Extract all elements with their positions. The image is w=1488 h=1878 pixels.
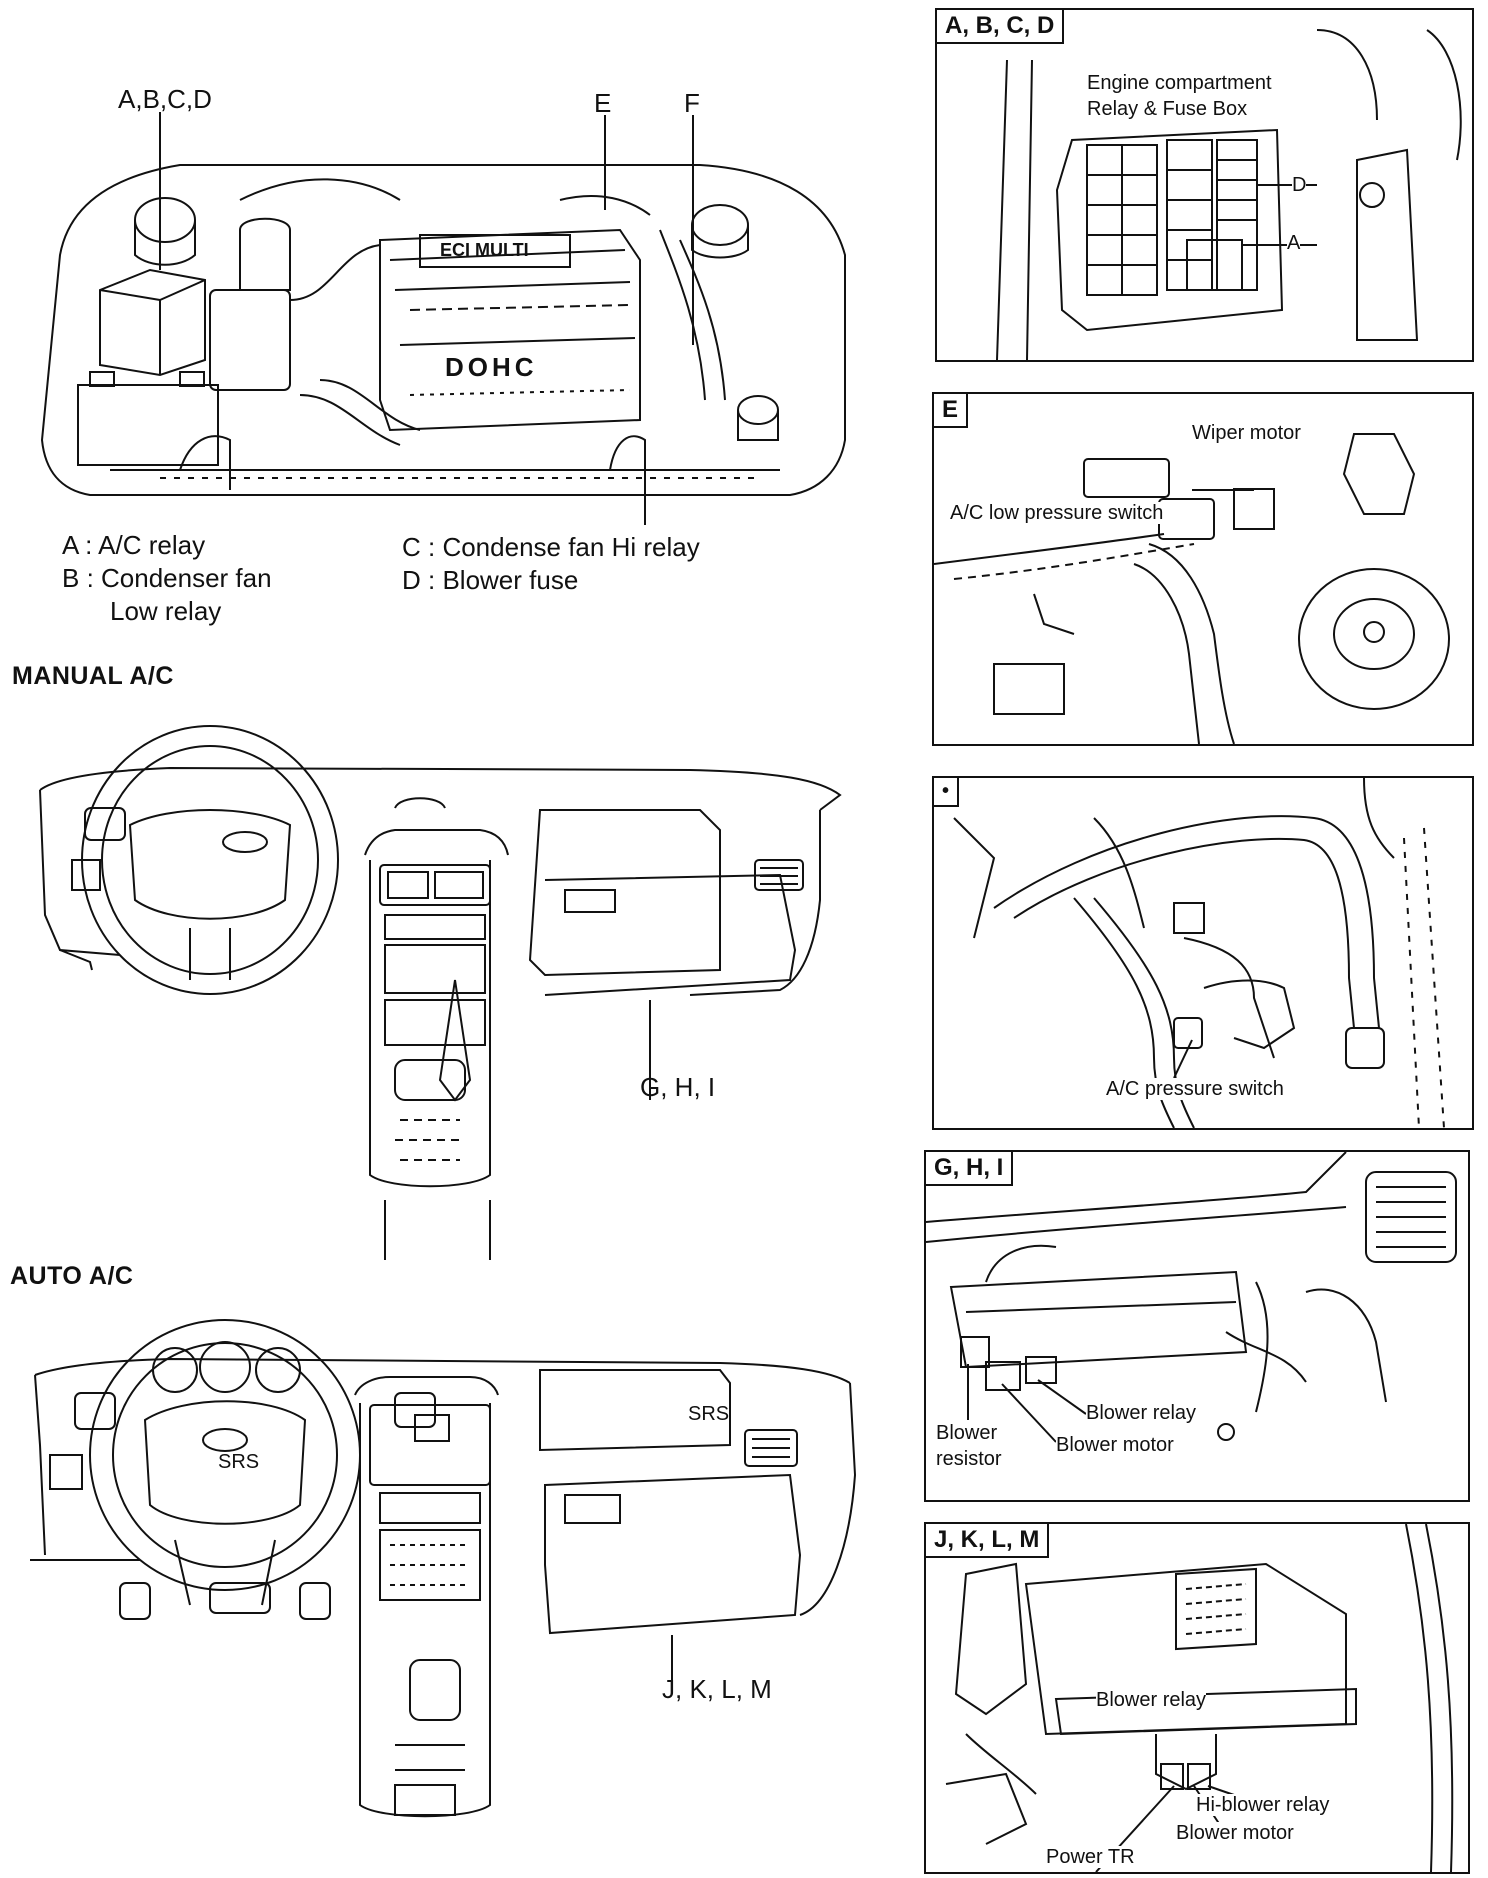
engine-bay-drawing — [0, 0, 880, 560]
panel-abcd-label-a: A — [1287, 232, 1301, 254]
panel-abcd-label-box-1: Engine compartment — [1087, 72, 1272, 94]
auto-ac-dashboard-drawing — [0, 1315, 880, 1835]
panel-f: • A/C pressure switch — [932, 776, 1474, 1130]
callout-e: E — [594, 88, 612, 118]
panel-f-label-switch: A/C pressure switch — [1106, 1078, 1284, 1100]
legend-a: A : A/C relay — [62, 530, 206, 560]
callout-jklm: J, K, L, M — [662, 1674, 772, 1704]
panel-jklm-label-relay: Blower relay — [1096, 1689, 1207, 1711]
panel-abcd: A, B, C, D Engine compartment Relay & Fu… — [935, 8, 1474, 362]
panel-jklm-drawing — [926, 1524, 1468, 1872]
srs-badge-dash: SRS — [688, 1403, 730, 1425]
panel-jklm: J, K, L, M Blower relay Hi-blower relay … — [924, 1522, 1470, 1874]
panel-jklm-tag: J, K, L, M — [926, 1524, 1050, 1558]
panel-e-drawing — [934, 394, 1472, 744]
callout-f: F — [684, 88, 700, 118]
auto-ac-heading: AUTO A/C — [10, 1262, 134, 1290]
legend-c: C : Condense fan Hi relay — [402, 532, 700, 562]
panel-jklm-label-hi: Hi-blower relay — [1196, 1794, 1330, 1816]
panel-e: E Wiper motor A/C low pressure switch — [932, 392, 1474, 746]
panel-e-tag: E — [934, 394, 969, 428]
callout-ghi: G, H, I — [640, 1072, 716, 1102]
panel-ghi-label-resistor-1: Blower — [936, 1422, 998, 1444]
legend-d: D : Blower fuse — [402, 565, 579, 595]
panel-jklm-label-tr: Power TR — [1046, 1846, 1135, 1868]
panel-e-label-switch: A/C low pressure switch — [950, 502, 1164, 524]
callout-abcd: A,B,C,D — [118, 84, 212, 114]
panel-jklm-label-motor: Blower motor — [1176, 1822, 1294, 1844]
legend-b: B : Condenser fan — [62, 563, 272, 593]
panel-e-label-wiper: Wiper motor — [1192, 422, 1301, 444]
panel-ghi-label-resistor-2: resistor — [936, 1448, 1002, 1470]
panel-ghi: G, H, I Blower relay Blower resistor Blo… — [924, 1150, 1470, 1502]
manual-ac-heading: MANUAL A/C — [12, 662, 174, 690]
panel-ghi-label-relay: Blower relay — [1086, 1402, 1197, 1424]
manual-ac-dashboard-drawing — [0, 700, 880, 1260]
panel-ghi-tag: G, H, I — [926, 1152, 1014, 1186]
srs-badge-wheel: SRS — [218, 1451, 260, 1473]
panel-ghi-drawing — [926, 1152, 1468, 1500]
panel-ghi-label-motor: Blower motor — [1056, 1434, 1174, 1456]
engine-text-eci: ECI MULTI — [440, 240, 529, 260]
panel-abcd-tag: A, B, C, D — [937, 10, 1065, 44]
panel-f-drawing — [934, 778, 1472, 1128]
panel-f-tag: • — [934, 778, 960, 807]
engine-text-dohc: DOHC — [445, 352, 538, 382]
panel-abcd-drawing — [937, 10, 1472, 360]
legend-b-line2: Low relay — [110, 596, 222, 626]
panel-abcd-label-box-2: Relay & Fuse Box — [1087, 98, 1248, 120]
panel-abcd-label-d: D — [1292, 174, 1307, 196]
